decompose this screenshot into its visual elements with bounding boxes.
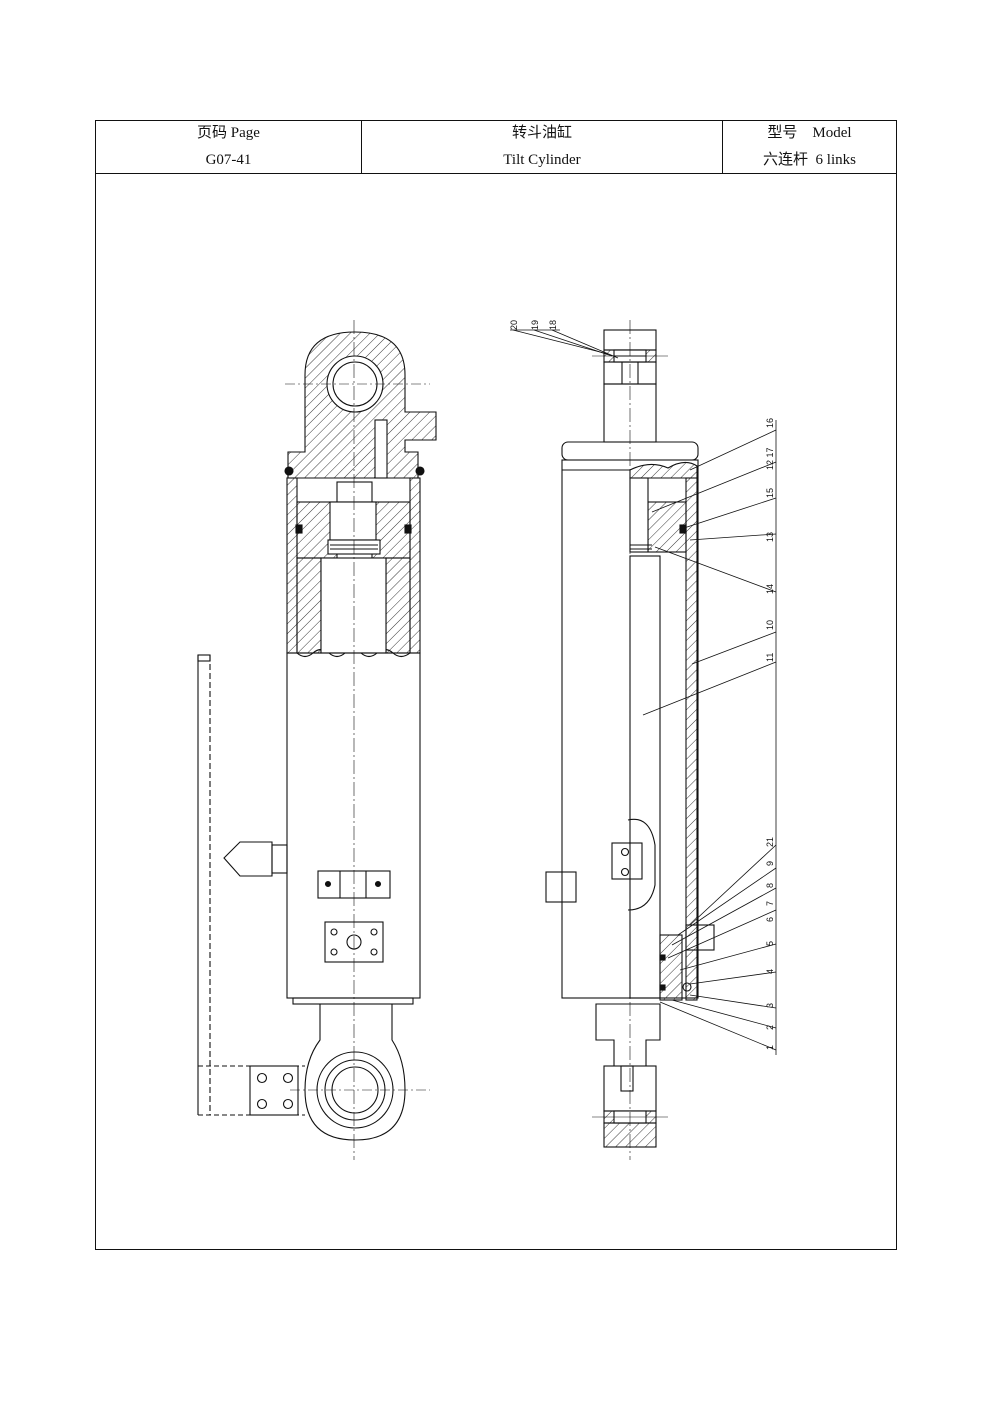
page-number: G07-41 (205, 152, 252, 168)
model-value: 六连杆 6 links (763, 152, 856, 168)
title-block: 页码 Page G07-41 转斗油缸 Tilt Cylinder 型号 Mod… (96, 121, 896, 174)
page-cell: 页码 Page G07-41 (96, 121, 362, 173)
part-title-cell: 转斗油缸 Tilt Cylinder (362, 121, 723, 173)
page-label: 页码 Page (197, 125, 260, 141)
model-cell: 型号 Model 六连杆 6 links (723, 121, 896, 173)
part-title-cn: 转斗油缸 (511, 125, 572, 141)
drawing-sheet: 页码 Page G07-41 转斗油缸 Tilt Cylinder 型号 Mod… (95, 120, 897, 1250)
part-title-en: Tilt Cylinder (503, 152, 581, 168)
model-label: 型号 Model (767, 125, 852, 141)
